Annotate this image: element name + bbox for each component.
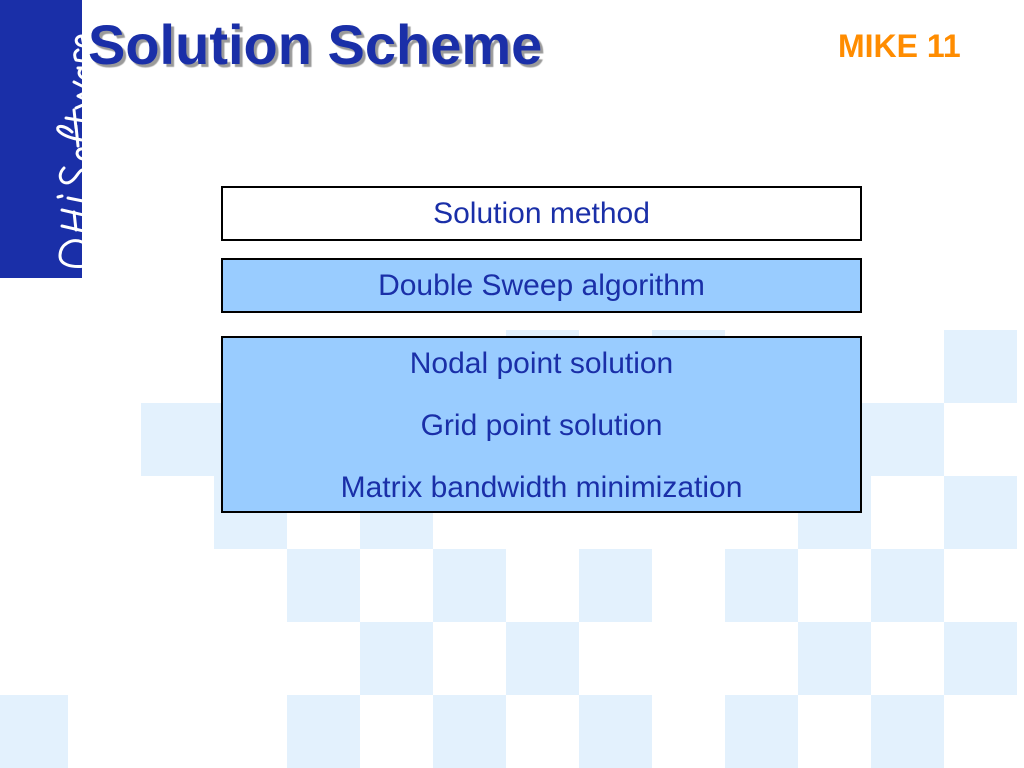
background-square	[944, 330, 1017, 403]
background-square	[725, 549, 798, 622]
solution-item-bandwidth-minimization: Matrix bandwidth minimization	[340, 471, 743, 504]
background-square	[944, 622, 1017, 695]
background-square	[360, 622, 433, 695]
logo-signature-icon	[56, 30, 82, 268]
product-name-tag: MIKE 11	[838, 28, 961, 64]
background-square	[579, 695, 652, 768]
background-square	[141, 403, 214, 476]
background-square	[433, 695, 506, 768]
solution-item-nodal-point: Nodal point solution	[409, 347, 674, 380]
background-square	[871, 695, 944, 768]
background-square	[871, 549, 944, 622]
background-square	[506, 622, 579, 695]
background-square	[579, 549, 652, 622]
background-square	[287, 695, 360, 768]
background-square	[798, 622, 871, 695]
solution-method-box: Solution method	[221, 186, 862, 241]
slide-title: Solution Scheme	[88, 13, 543, 76]
background-square	[287, 549, 360, 622]
solution-details-box: Nodal point solution Grid point solution…	[221, 336, 862, 513]
solution-item-grid-point: Grid point solution	[420, 409, 663, 442]
background-square	[944, 476, 1017, 549]
double-sweep-algorithm-box: Double Sweep algorithm	[221, 258, 862, 313]
background-square	[0, 695, 68, 768]
background-square	[433, 549, 506, 622]
background-square	[871, 403, 944, 476]
background-square	[725, 695, 798, 768]
dhi-software-logo	[0, 0, 82, 278]
